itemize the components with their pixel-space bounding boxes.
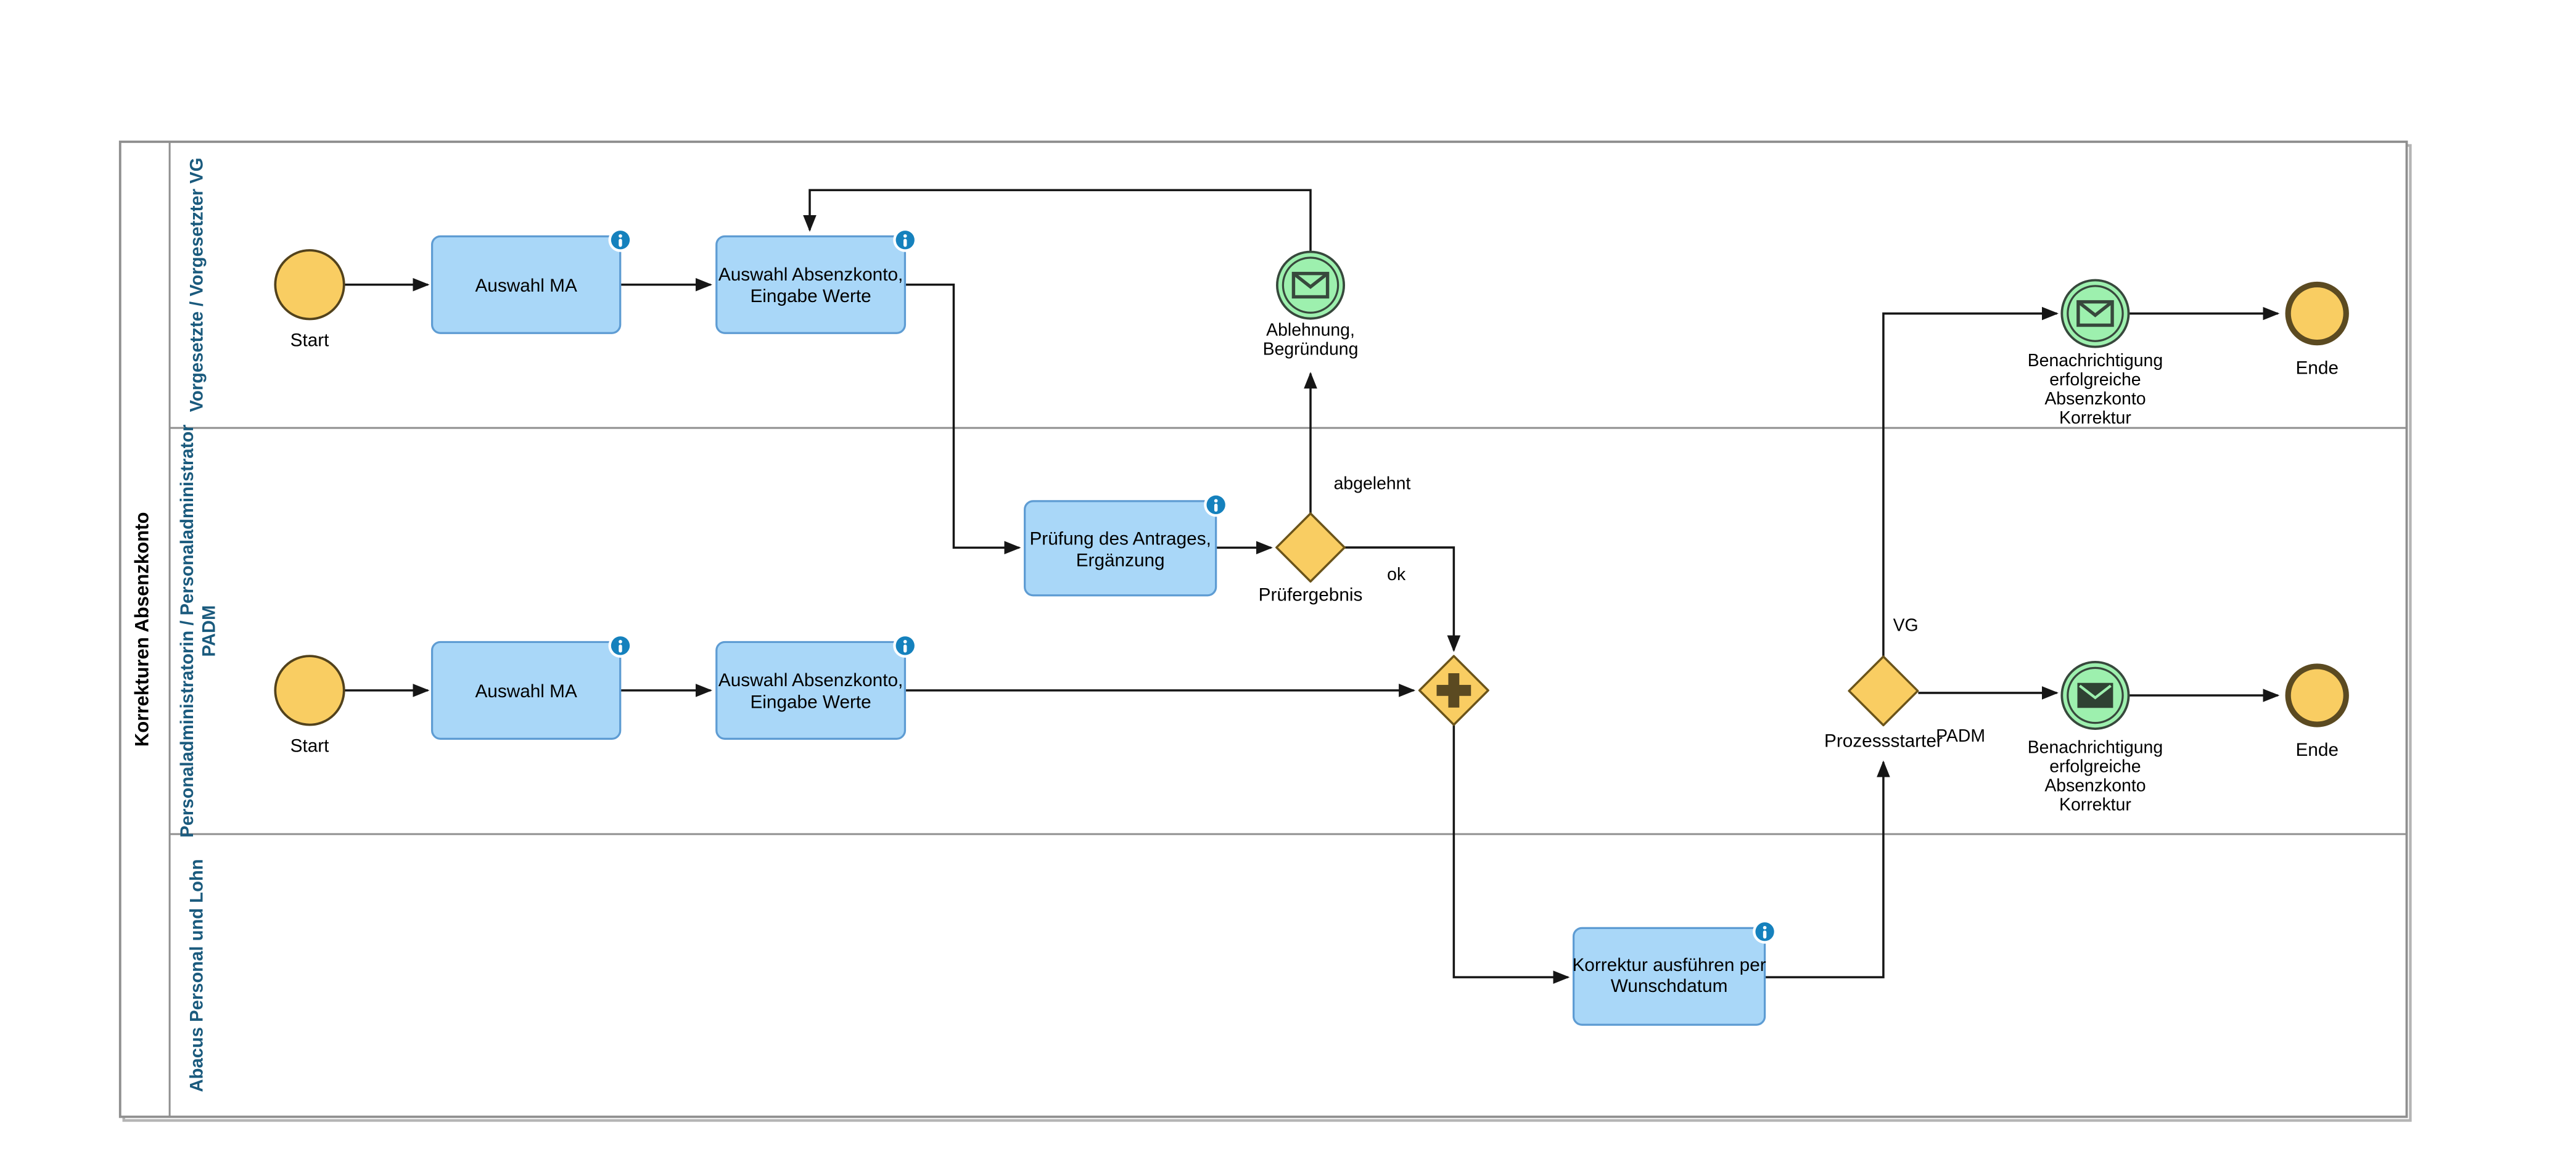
- flow-vg-branch: [1882, 306, 2059, 657]
- info-icon[interactable]: [608, 227, 633, 252]
- event-benachrichtigung-padm-line3: Absenzkonto: [2044, 776, 2146, 796]
- info-icon[interactable]: [893, 227, 918, 252]
- task-korrektur-line2: Wunschdatum: [1611, 976, 1728, 996]
- task-absenzkonto-padm-line2: Eingabe Werte: [750, 692, 871, 712]
- sequence-flows: abgelehnt ok VG PADM: [344, 189, 2280, 984]
- flow-label-padm: PADM: [1936, 726, 1985, 746]
- start-event-vg-label: Start: [290, 330, 330, 350]
- lane-vg-label: Vorgesetzte / Vorgesetzter VG: [187, 158, 207, 412]
- task-box[interactable]: [430, 641, 622, 740]
- pool-title: Korrekturen Absenzkonto: [131, 512, 153, 747]
- task-box[interactable]: [430, 235, 622, 334]
- task-auswahl-absenzkonto-padm[interactable]: Auswahl Absenzkonto, Eingabe Werte: [715, 633, 918, 740]
- task-auswahl-ma-padm[interactable]: Auswahl MA: [430, 633, 633, 740]
- end-event-vg-label: Ende: [2295, 358, 2338, 379]
- task-pruefung-line1: Prüfung des Antrages,: [1029, 528, 1211, 549]
- gateway-prozessstarter[interactable]: Prozessstarter: [1824, 655, 1943, 751]
- task-auswahl-ma-vg-label: Auswahl MA: [475, 276, 577, 296]
- flow-ok-to-parallel: [1344, 546, 1461, 652]
- message-event-inner-circle: [2067, 666, 2124, 724]
- envelope-icon: [1291, 271, 1330, 299]
- task-auswahl-ma-vg[interactable]: Auswahl MA: [430, 227, 633, 334]
- lane-abacus-label: Abacus Personal und Lohn: [187, 859, 207, 1092]
- lane-padm-label-line1: Personaladministratorin / Personaladmini…: [178, 424, 197, 837]
- message-event-inner-circle: [1282, 256, 1339, 314]
- gateway-prozessstarter-label: Prozessstarter: [1824, 731, 1943, 751]
- task-box[interactable]: [715, 235, 907, 334]
- task-pruefung[interactable]: Prüfung des Antrages, Ergänzung: [1024, 493, 1228, 597]
- flow-absenzkonto-vg-to-pruefung: [905, 284, 1021, 555]
- start-circle-icon[interactable]: [274, 655, 345, 726]
- end-circle-icon[interactable]: [2285, 281, 2349, 346]
- event-ablehnung-line1: Ablehnung,: [1266, 321, 1355, 340]
- task-pruefung-line2: Ergänzung: [1076, 551, 1165, 571]
- flow-label-ok: ok: [1387, 565, 1406, 584]
- lane-padm-label-line2: PADM: [199, 605, 219, 657]
- task-box[interactable]: [1572, 927, 1766, 1026]
- task-box[interactable]: [715, 641, 907, 740]
- task-absenzkonto-vg-line1: Auswahl Absenzkonto,: [718, 264, 903, 285]
- info-icon[interactable]: [608, 633, 633, 658]
- task-absenzkonto-padm-line1: Auswahl Absenzkonto,: [718, 670, 903, 690]
- event-benachrichtigung-padm-line1: Benachrichtigung: [2028, 737, 2163, 757]
- gateway-parallel[interactable]: [1418, 655, 1489, 726]
- task-auswahl-ma-padm-label: Auswahl MA: [475, 681, 577, 702]
- task-korrektur[interactable]: Korrektur ausführen per Wunschdatum: [1572, 919, 1777, 1026]
- gateway-diamond[interactable]: [1275, 512, 1346, 583]
- start-circle-icon[interactable]: [274, 249, 345, 321]
- task-box[interactable]: [1024, 500, 1217, 597]
- flow-parallel-to-korrektur: [1452, 725, 1570, 984]
- envelope-filled-icon: [2077, 682, 2113, 708]
- bpmn-pool: Korrekturen Absenzkonto Vorgesetzte / Vo…: [118, 141, 2412, 1122]
- plus-icon: [1436, 673, 1471, 708]
- message-event-benachrichtigung-padm[interactable]: Benachrichtigung erfolgreiche Absenzkont…: [2028, 661, 2163, 815]
- gateway-diamond[interactable]: [1848, 655, 1919, 727]
- info-icon[interactable]: [1753, 919, 1777, 944]
- message-event-inner-circle: [2067, 285, 2124, 342]
- message-event-ablehnung[interactable]: Ablehnung, Begründung: [1263, 250, 1359, 359]
- message-event-benachrichtigung-vg[interactable]: Benachrichtigung erfolgreiche Absenzkont…: [2028, 279, 2163, 428]
- task-korrektur-line1: Korrektur ausführen per: [1572, 955, 1766, 975]
- end-event-vg[interactable]: Ende: [2285, 281, 2349, 379]
- start-event-padm-label: Start: [290, 735, 330, 756]
- task-absenzkonto-vg-line2: Eingabe Werte: [750, 286, 871, 306]
- flow-label-vg: VG: [1893, 615, 1919, 635]
- end-event-padm[interactable]: Ende: [2285, 663, 2349, 760]
- info-icon[interactable]: [1204, 493, 1228, 517]
- flow-korrektur-to-prozessstarter: [1764, 760, 1890, 978]
- end-circle-icon[interactable]: [2285, 663, 2349, 727]
- event-benachrichtigung-padm-line2: erfolgreiche: [2049, 756, 2141, 776]
- event-benachrichtigung-vg-line2: erfolgreiche: [2049, 370, 2141, 390]
- envelope-icon: [2076, 300, 2114, 327]
- flow-label-abgelehnt: abgelehnt: [1334, 473, 1411, 493]
- start-event-padm[interactable]: Start: [274, 655, 345, 756]
- gateway-pruefergebnis[interactable]: Prüfergebnis: [1259, 512, 1363, 605]
- event-ablehnung-line2: Begründung: [1263, 340, 1359, 359]
- info-icon[interactable]: [893, 633, 918, 658]
- gateway-pruefergebnis-label: Prüfergebnis: [1259, 584, 1363, 605]
- task-auswahl-absenzkonto-vg[interactable]: Auswahl Absenzkonto, Eingabe Werte: [715, 227, 918, 334]
- end-event-padm-label: Ende: [2295, 740, 2338, 760]
- event-benachrichtigung-vg-line4: Korrektur: [2059, 408, 2131, 428]
- event-benachrichtigung-vg-line1: Benachrichtigung: [2028, 351, 2163, 371]
- event-benachrichtigung-padm-line4: Korrektur: [2059, 795, 2131, 815]
- start-event-vg[interactable]: Start: [274, 249, 345, 350]
- event-benachrichtigung-vg-line3: Absenzkonto: [2044, 389, 2146, 409]
- flow-ablehnung-loop-back: [803, 189, 1312, 251]
